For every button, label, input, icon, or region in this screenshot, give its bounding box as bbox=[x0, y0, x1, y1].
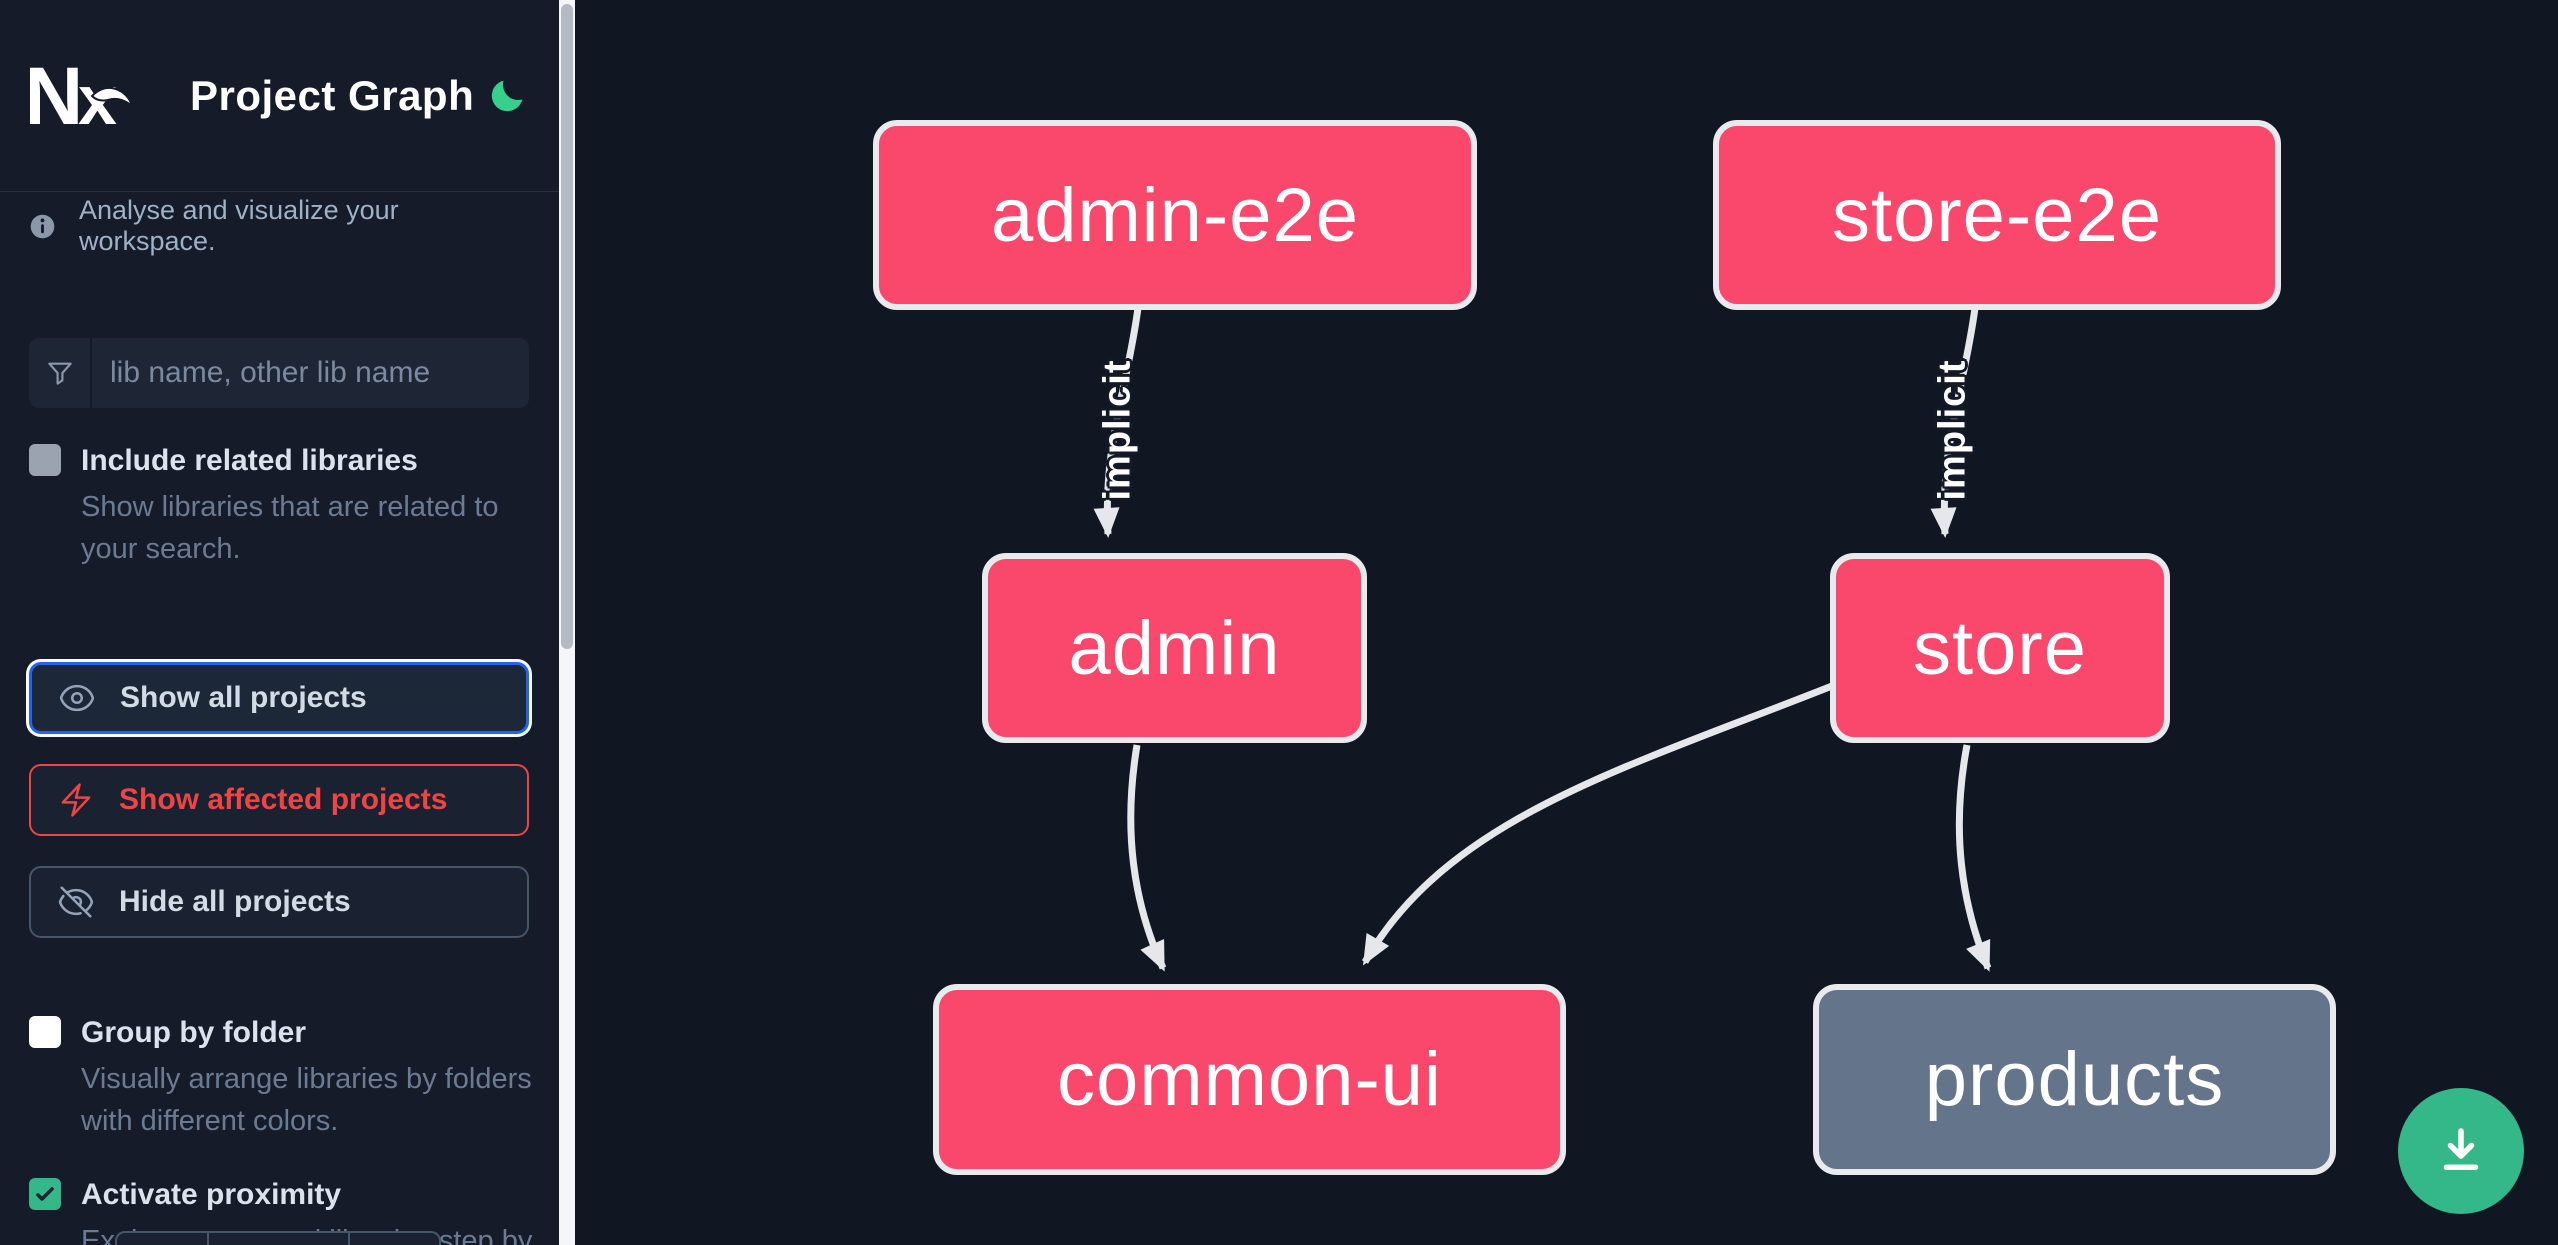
proximity-value bbox=[209, 1231, 350, 1245]
tagline-row: Analyse and visualize your workspace. bbox=[29, 195, 530, 256]
search-icon-cell bbox=[29, 338, 92, 408]
option-label: Group by folder bbox=[81, 1016, 306, 1049]
graph-node-admin-e2e[interactable]: admin-e2e bbox=[873, 120, 1477, 310]
edge-admin-to-common-ui bbox=[1127, 744, 1167, 972]
option-description: Show libraries that are related to your … bbox=[81, 491, 499, 565]
download-graph-button[interactable] bbox=[2398, 1088, 2524, 1214]
graph-node-store[interactable]: store bbox=[1830, 553, 2170, 743]
option-group-by-folder[interactable]: Group by folder Visually arrange librari… bbox=[29, 1014, 532, 1142]
node-label: common-ui bbox=[1057, 1037, 1442, 1122]
edge-label-implicit-store: implicit bbox=[1931, 359, 1974, 501]
funnel-icon bbox=[47, 362, 72, 385]
eye-slash-icon bbox=[58, 886, 94, 918]
search-box bbox=[29, 338, 529, 408]
option-description: Visually arrange libraries by folders wi… bbox=[81, 1063, 532, 1137]
edge-store-e2e-to-store bbox=[1930, 307, 1979, 538]
checkbox-activate-proximity[interactable] bbox=[29, 1178, 61, 1210]
edge-store-to-products bbox=[1955, 744, 1992, 972]
proximity-increment-button[interactable] bbox=[350, 1231, 441, 1245]
nx-logo-icon: N x bbox=[30, 60, 134, 132]
sidebar-body: Analyse and visualize your workspace. In… bbox=[0, 195, 559, 1245]
proximity-decrement-button[interactable] bbox=[115, 1231, 209, 1245]
hide-all-projects-label: Hide all projects bbox=[119, 885, 351, 918]
node-label: admin bbox=[1068, 605, 1281, 691]
theme-toggle-button[interactable] bbox=[485, 74, 529, 118]
option-include-related[interactable]: Include related libraries Show libraries… bbox=[29, 442, 530, 570]
check-icon bbox=[36, 1187, 54, 1201]
node-label: store bbox=[1913, 605, 2087, 691]
show-affected-projects-label: Show affected projects bbox=[119, 783, 448, 816]
eye-icon bbox=[59, 684, 95, 712]
show-all-projects-button[interactable]: Show all projects bbox=[29, 662, 529, 734]
sidebar-scrollbar-track[interactable] bbox=[559, 0, 575, 1245]
edge-admin-e2e-to-admin bbox=[1093, 307, 1142, 538]
search-input[interactable] bbox=[92, 338, 529, 408]
svg-text:N: N bbox=[30, 60, 78, 132]
sidebar-scrollbar-thumb[interactable] bbox=[561, 4, 573, 649]
edge-label-implicit-admin: implicit bbox=[1096, 359, 1139, 501]
sidebar-header: N x Project Graph bbox=[0, 0, 559, 192]
project-graph-canvas[interactable]: implicit implicit admin-e2e store-e2e ad… bbox=[575, 0, 2558, 1245]
download-icon bbox=[2443, 1128, 2479, 1170]
sidebar: N x Project Graph Analyse and visualize … bbox=[0, 0, 559, 1245]
proximity-depth-control[interactable] bbox=[115, 1231, 441, 1245]
graph-node-common-ui[interactable]: common-ui bbox=[933, 984, 1566, 1175]
hide-all-projects-button[interactable]: Hide all projects bbox=[29, 866, 529, 938]
edge-store-to-common-ui bbox=[1361, 682, 1834, 966]
graph-node-products[interactable]: products bbox=[1813, 984, 2336, 1175]
info-icon bbox=[30, 214, 55, 238]
node-label: admin-e2e bbox=[990, 172, 1360, 258]
moon-icon bbox=[491, 80, 523, 111]
checkbox-group-by-folder[interactable] bbox=[29, 1016, 61, 1048]
graph-edges bbox=[1093, 307, 1992, 972]
graph-node-store-e2e[interactable]: store-e2e bbox=[1713, 120, 2281, 310]
page-title: Project Graph bbox=[190, 71, 475, 119]
show-all-projects-label: Show all projects bbox=[120, 681, 367, 714]
node-label: products bbox=[1924, 1037, 2225, 1122]
checkbox-include-related[interactable] bbox=[29, 444, 61, 476]
tagline-text: Analyse and visualize your workspace. bbox=[79, 195, 399, 256]
option-label: Include related libraries bbox=[81, 444, 418, 477]
show-affected-projects-button[interactable]: Show affected projects bbox=[29, 764, 529, 836]
bolt-icon bbox=[61, 783, 91, 817]
option-label: Activate proximity bbox=[81, 1178, 342, 1211]
node-label: store-e2e bbox=[1831, 172, 2163, 258]
graph-node-admin[interactable]: admin bbox=[982, 553, 1367, 743]
